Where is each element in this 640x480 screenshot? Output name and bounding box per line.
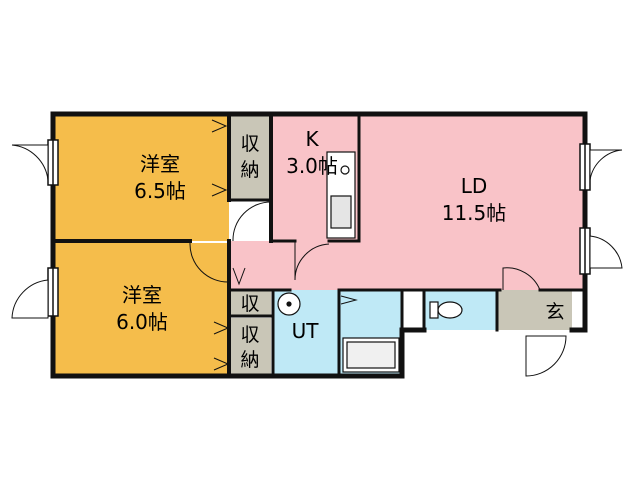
room-kitchen-size: 3.0帖 [286, 154, 338, 178]
room-ld-fill [359, 114, 585, 290]
room-ld-name: LD [461, 174, 488, 198]
room-western-60-fill [53, 243, 229, 376]
room-western-65-name: 洋室 [140, 152, 180, 176]
fixtures [277, 151, 463, 373]
room-western-65-fill [53, 114, 229, 241]
hallway-fill [229, 241, 359, 290]
walls [50, 111, 588, 379]
windows [47, 139, 591, 317]
room-ld-size: 11.5帖 [442, 201, 507, 225]
storage-upper-line1: 収 [240, 133, 259, 155]
storage-lower-b-fill [229, 318, 271, 376]
room-entrance-name: 玄 [545, 301, 564, 323]
storage-lower-b-line1: 収 [240, 324, 259, 346]
storage-upper-line2: 納 [240, 159, 259, 181]
toilet [437, 301, 463, 319]
entrance-fill [497, 290, 572, 330]
room-western-60-size: 6.0帖 [116, 310, 168, 334]
room-ut-name: UT [292, 319, 320, 343]
door-swings [11, 119, 623, 377]
room-kitchen-name: K [305, 127, 319, 151]
storage-lower-b-line2: 納 [240, 349, 259, 371]
room-labels: 洋室 6.5帖 洋室 6.0帖 K 3.0帖 LD 11.5帖 収 納 収 収 … [116, 127, 564, 371]
room-western-60-name: 洋室 [122, 283, 162, 307]
storage-upper-fill [229, 114, 271, 200]
storage-lower-a-line1: 収 [240, 293, 259, 315]
storage-lower-a-fill [229, 290, 271, 316]
corridor-gap-fill [402, 290, 424, 330]
room-western-65-size: 6.5帖 [134, 179, 186, 203]
